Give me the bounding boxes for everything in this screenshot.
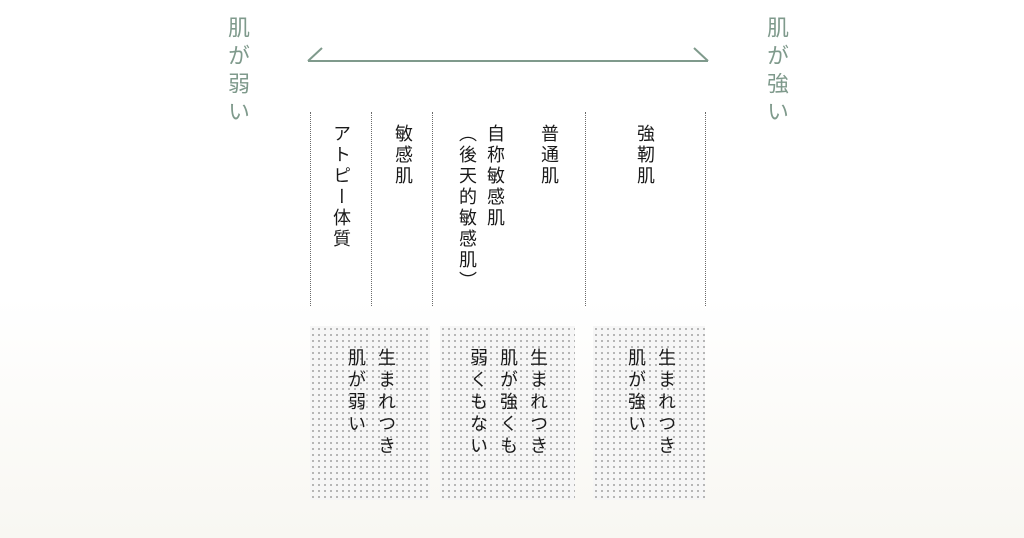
innate-weak-text: 生まれつき肌が弱い (345, 348, 396, 458)
skin-type-tough: 強靭肌 (634, 124, 655, 187)
skin-type-sensitive: 敏感肌 (392, 124, 413, 187)
separator-line (705, 112, 706, 306)
skin-type-self-proclaimed-sensitive: 自称敏感肌（後天的敏感肌） (456, 124, 505, 292)
double-arrow-icon (307, 47, 709, 62)
innate-strong-text: 生まれつき肌が強い (625, 348, 676, 458)
separator-line (371, 112, 372, 306)
separator-line (585, 112, 586, 306)
skin-type-atopic: アトピー体質 (330, 124, 351, 250)
separator-line (310, 112, 311, 306)
innate-weak-box (310, 326, 430, 500)
strong-skin-label: 肌が強い (763, 16, 788, 128)
weak-skin-label: 肌が弱い (224, 16, 249, 128)
innate-neutral-box (440, 326, 575, 500)
innate-neutral-text: 生まれつき肌が強くも弱くもない (467, 348, 548, 458)
innate-strong-box (593, 326, 705, 500)
skin-type-normal: 普通肌 (538, 124, 559, 187)
separator-line (432, 112, 433, 306)
